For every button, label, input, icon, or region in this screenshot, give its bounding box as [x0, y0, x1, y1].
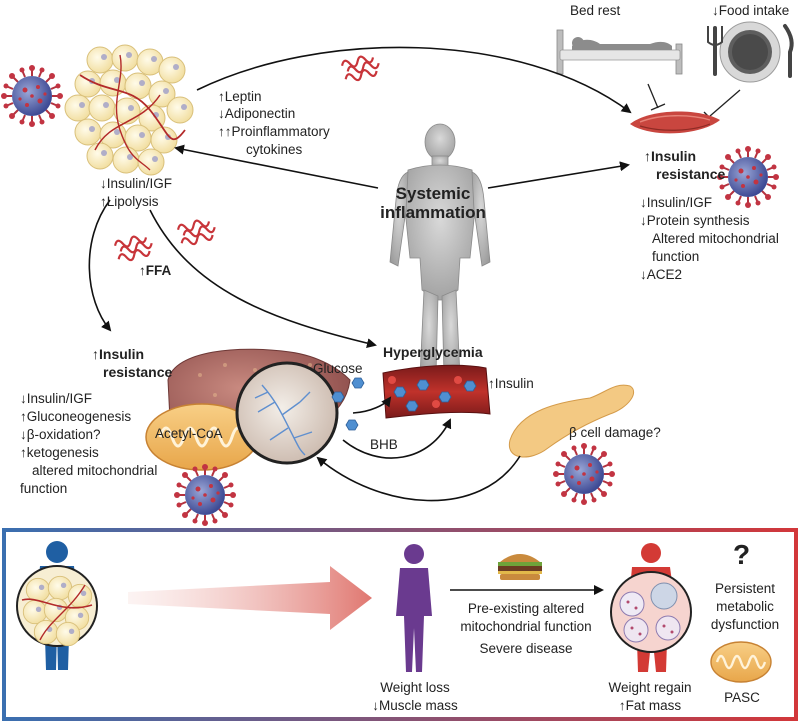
pathway-arrows: [88, 46, 632, 502]
cytokine-squiggle-icon: [175, 215, 219, 249]
muscle-effect-ace2: ↓ACE2: [640, 267, 683, 282]
liver-zoom-circle: [235, 361, 339, 465]
burger-icon: [498, 554, 542, 580]
severe-disease-label: Severe disease: [479, 641, 573, 656]
beta-cell-damage-label: β cell damage?: [569, 425, 661, 440]
systemic-inflammation-line2: inflammation: [380, 203, 486, 222]
persistent-label: Persistent: [714, 581, 776, 596]
mitochondrial-function-label: mitochondrial function: [460, 619, 592, 634]
signal-adiponectin: ↓Adiponectin: [218, 106, 296, 121]
mitochondrion-icon: [145, 403, 259, 471]
muscle-effect-function: function: [652, 249, 700, 264]
signal-proinflammatory: ↑↑Proinflammatory: [218, 124, 330, 139]
cytokine-squiggle-icon: [112, 231, 156, 265]
person-with-adipose-icon: [16, 541, 98, 670]
muscle-effect-protein: ↓Protein synthesis: [640, 213, 750, 228]
muscle-mass-label: ↓Muscle mass: [372, 698, 458, 713]
blood-vessel-illustration: [382, 364, 491, 419]
metabolic-label: metabolic: [716, 599, 774, 614]
food-intake-label: ↓Food intake: [712, 3, 790, 18]
acetyl-coa-label: Acetyl-CoA: [155, 426, 223, 441]
signal-leptin: ↑Leptin: [218, 89, 262, 104]
liver-title-line2: resistance: [103, 364, 173, 380]
muscle-effect-mito: Altered mitochondrial: [652, 231, 779, 246]
muscle-title-line2: resistance: [656, 166, 726, 182]
liver-effect-beta-oxidation: ↓β-oxidation?: [20, 427, 101, 442]
liver-effect-mito: altered mitochondrial: [32, 463, 158, 478]
hyperglycemia-label: Hyperglycemia: [383, 344, 483, 360]
progression-arrow: [128, 566, 372, 630]
adipose-effect-lipolysis: ↑Lipolysis: [100, 194, 159, 209]
liver-effect-insulin: ↓Insulin/IGF: [20, 391, 93, 406]
bottom-panel-frame: [2, 528, 798, 721]
liver-effect-function: function: [20, 481, 68, 496]
glucose-label: Glucose: [313, 361, 363, 376]
liver-effect-gluconeogenesis: ↑Gluconeogenesis: [20, 409, 132, 424]
systemic-inflammation-line1: Systemic: [395, 184, 471, 203]
muscle-effect-insulin: ↓Insulin/IGF: [640, 195, 713, 210]
question-mark-icon: ?: [733, 539, 751, 570]
cytokine-squiggle-icon: [339, 51, 383, 85]
fat-mass-label: ↑Fat mass: [618, 698, 682, 713]
pancreas-illustration: [508, 384, 635, 458]
weight-loss-label: Weight loss: [380, 680, 450, 695]
red-person-icon: [610, 543, 692, 672]
dysfunction-label: dysfunction: [710, 617, 780, 632]
weight-regain-label: Weight regain: [608, 680, 692, 695]
virus-icon: [552, 442, 616, 506]
virus-icon: [716, 145, 780, 209]
thin-person-icon: [396, 544, 432, 672]
virus-icon: [173, 463, 237, 527]
mitochondrion-icon: [710, 641, 772, 683]
pre-existing-label: Pre-existing altered: [467, 601, 585, 616]
insulin-label: ↑Insulin: [488, 376, 534, 391]
liver-effect-ketogenesis: ↑ketogenesis: [20, 445, 99, 460]
muscle-illustration: [630, 111, 720, 134]
bhb-label: BHB: [370, 437, 398, 452]
signal-cytokines: cytokines: [246, 142, 303, 157]
virus-icon: [0, 64, 64, 128]
adipose-effect-insulin: ↓Insulin/IGF: [100, 176, 173, 191]
bed-icon: [556, 29, 683, 75]
plate-icon: [707, 21, 794, 83]
bed-rest-label: Bed rest: [570, 3, 621, 18]
pasc-label: PASC: [724, 690, 760, 705]
ffa-label: ↑FFA: [139, 263, 172, 278]
muscle-title-line1: ↑Insulin: [644, 148, 697, 164]
liver-title-line1: ↑Insulin: [92, 346, 145, 362]
adipose-tissue-illustration: [64, 44, 194, 176]
human-body-illustration: [389, 123, 491, 379]
